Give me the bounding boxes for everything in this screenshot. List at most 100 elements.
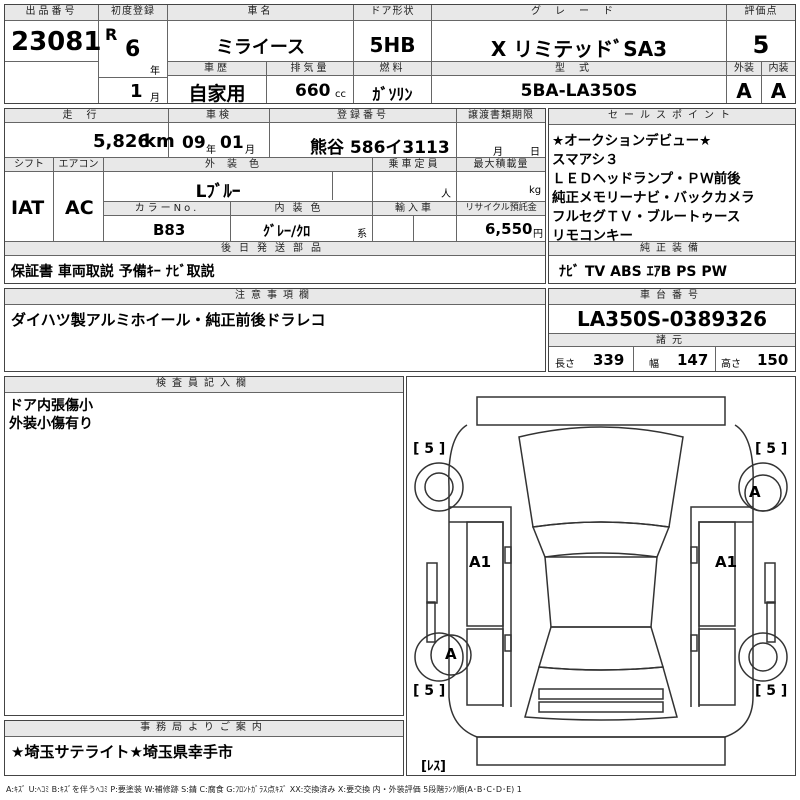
inspection-label: 車検 (169, 109, 269, 123)
import-label: 輸入車 (373, 202, 456, 216)
recycle-unit: 円 (533, 229, 543, 240)
height-label: 高さ (721, 359, 741, 370)
rear-left-wheel-mark: A (445, 645, 457, 663)
later-parts: 保証書 車両取説 予備ｷｰ ﾅﾋﾞ取説 (11, 264, 215, 280)
ac-label: エアコン (54, 158, 103, 172)
color-label: 外装色 (104, 158, 372, 172)
inspector-label: 検査員記入欄 (5, 377, 403, 393)
office-block: 事務局よりご案内 ★埼玉サテライト★埼玉県幸手市 (4, 720, 404, 776)
interior-color-unit: 系 (357, 229, 367, 240)
reg-no: 熊谷 586イ3113 (310, 138, 450, 158)
load-unit: kg (529, 185, 542, 196)
sales-point-line: ★オークションデビュー★ (552, 133, 712, 149)
displacement-unit: cc (335, 89, 346, 100)
capacity-label: 乗車定員 (373, 158, 456, 172)
shift-label: シフト (5, 158, 53, 172)
insp-year-unit: 年 (206, 145, 216, 156)
history: 自家用 (188, 83, 246, 105)
inspector-line: 外装小傷有り (9, 416, 93, 432)
notes-block: 注意事項欄 ダイハツ製アルミホイール・純正前後ドラレコ (4, 288, 546, 372)
year-unit: 年 (150, 66, 160, 77)
door-type: 5HB (369, 33, 416, 57)
displacement-label: 排気量 (267, 62, 353, 76)
reg-no-label: 登録番号 (270, 109, 456, 123)
month-num: 1 (130, 81, 143, 102)
left-door-mark: A1 (469, 553, 492, 571)
exterior-score: A (736, 79, 752, 103)
front-right-wheel-mark: A (749, 483, 761, 501)
height: 150 (757, 351, 789, 369)
exterior-label: 外装 (727, 62, 761, 76)
load-label: 最大積載量 (457, 158, 545, 172)
transfer-month-unit: 月 (493, 147, 503, 158)
ac: AC (65, 197, 94, 219)
spec-label: 諸元 (549, 333, 795, 347)
damage-diagram: [ 5 ] [ 5 ] [ 5 ] [ 5 ] A A A1 A1 [ﾚｽ] (406, 376, 796, 776)
damage-legend: A:ｷｽﾞ U:ﾍｺﾐ B:ｷｽﾞを伴うﾍｺﾐ P:要塗装 W:補修跡 S:錆 … (6, 785, 522, 794)
chassis-number: LA350S-0389326 (576, 307, 768, 331)
first-reg-label: 初度登録 (99, 5, 167, 21)
equipment-label: 純正装備 (549, 242, 795, 256)
diagram-top-left-mark: [ 5 ] (413, 441, 446, 457)
insp-year: 09 (182, 133, 206, 153)
transfer-day-unit: 日 (530, 147, 540, 158)
grade-label: グレード (432, 5, 726, 21)
later-parts-label: 後日発送部品 (5, 242, 545, 256)
shift: IAT (11, 197, 45, 219)
transfer-label: 譲渡書類期限 (457, 109, 545, 123)
interior-color: ｸﾞﾚｰ/ｸﾛ (263, 224, 311, 240)
fuel-label: 燃料 (354, 62, 431, 76)
notes: ダイハツ製アルミホイール・純正前後ドラレコ (11, 311, 326, 329)
right-door-mark: A1 (715, 553, 738, 571)
diagram-bottom-right-mark: [ 5 ] (755, 683, 788, 699)
sales-point-line: リモコンキー (552, 228, 633, 244)
car-name: ミライース (215, 37, 306, 58)
model: 5BA-LA350S (520, 81, 638, 101)
office-label: 事務局よりご案内 (5, 721, 403, 737)
recycle-label: リサイクル預託金 (457, 202, 545, 216)
sales-point-line: スマアシ３ (552, 152, 619, 168)
fuel: ｶﾞｿﾘﾝ (372, 85, 413, 104)
color-no: B83 (153, 221, 186, 239)
door-label: ドア形状 (354, 5, 431, 21)
mileage-label: 走行 (5, 109, 168, 123)
sales-point-line: 純正メモリーナビ・バックカメラ (552, 190, 755, 206)
recycle-fee: 6,550 (485, 220, 533, 238)
interior-score: A (770, 79, 787, 103)
length: 339 (593, 351, 625, 369)
length-label: 長さ (555, 359, 575, 370)
office-info: ★埼玉サテライト★埼玉県幸手市 (11, 743, 233, 761)
chassis-label: 車台番号 (549, 289, 795, 305)
sales-points-block: セールスポイント ★オークションデビュー★ スマアシ３ ＬＥＤヘッドランプ・ＰＷ… (548, 108, 796, 284)
inspector-block: 検査員記入欄 ドア内張傷小 外装小傷有り (4, 376, 404, 716)
diagram-bottom-mark: [ﾚｽ] (421, 759, 446, 774)
width: 147 (677, 351, 709, 369)
capacity-unit: 人 (441, 189, 451, 200)
insp-month: 01 (220, 133, 244, 153)
interior-color-label: 内装色 (231, 202, 372, 216)
insp-month-unit: 月 (245, 145, 255, 156)
width-label: 幅 (649, 359, 659, 370)
history-label: 車歴 (168, 62, 266, 76)
equipment: ﾅﾋﾞ TV ABS ｴｱB PS PW (559, 264, 728, 280)
sales-point-line: フルセグＴＶ・ブルートゥース (552, 209, 741, 225)
lot-label: 出品番号 (5, 5, 98, 21)
era: R (105, 25, 118, 44)
mileage-unit: km (144, 131, 175, 152)
month-unit: 月 (150, 93, 160, 104)
sales-points-label: セールスポイント (549, 109, 795, 125)
details-block: 走行 車検 登録番号 譲渡書類期限 5,826 km 09 年 01 月 熊谷 … (4, 108, 546, 284)
diagram-top-right-mark: [ 5 ] (755, 441, 788, 457)
inspector-line: ドア内張傷小 (9, 398, 93, 414)
chassis-block: 車台番号 LA350S-0389326 諸元 長さ 339 幅 147 高さ 1… (548, 288, 796, 372)
lot-number: 23081 (11, 27, 102, 57)
interior-label: 内装 (762, 62, 795, 76)
color-no-label: カラーNo. (104, 202, 230, 216)
displacement: 660 (295, 81, 331, 101)
model-label: 型式 (432, 62, 726, 76)
grade: X リミテッドﾞSA3 (490, 37, 668, 61)
score-label: 評価点 (727, 5, 795, 21)
header-block: 出品番号 23081 初度登録 R 6 年 1 月 車名 ミライース ドア形状 … (4, 4, 796, 105)
diagram-bottom-left-mark: [ 5 ] (413, 683, 446, 699)
year-num: 6 (125, 37, 141, 62)
